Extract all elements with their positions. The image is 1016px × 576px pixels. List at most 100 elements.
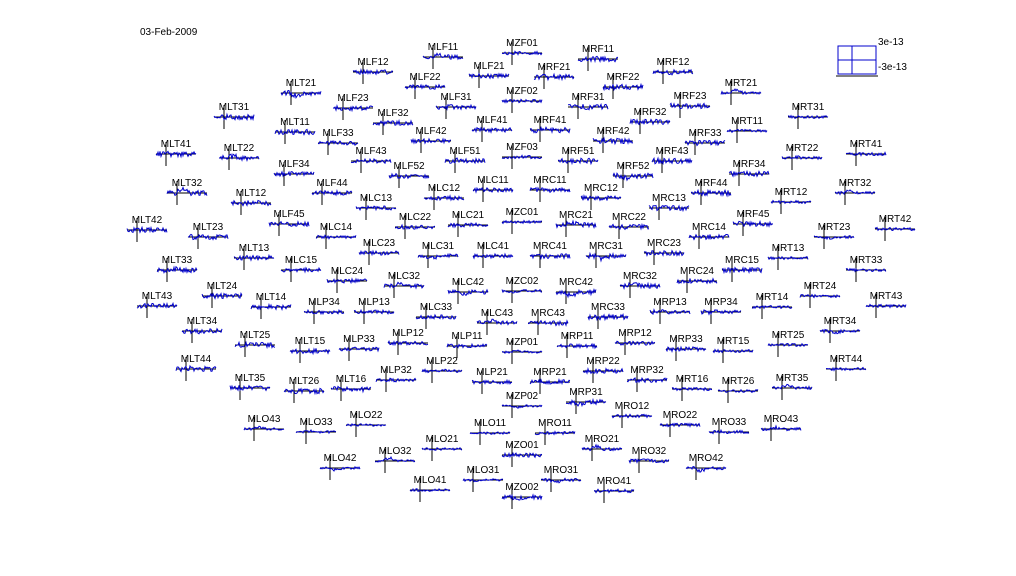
sensor-mlt22-label: MLT22	[224, 143, 255, 154]
sensor-mlf44-trace	[311, 189, 353, 197]
sensor-mlc12-trace	[423, 194, 465, 202]
sensor-mrp13-trace	[649, 308, 691, 315]
sensor-mrp34-trace	[700, 309, 742, 316]
sensor-mro41-label: MRO41	[597, 476, 632, 487]
sensor-mrc14-label: MRC14	[692, 222, 726, 233]
sensor-mlt42-label: MLT42	[132, 215, 163, 226]
sensor-mzc01-label: MZC01	[506, 207, 539, 218]
sensor-mlo21-label: MLO21	[426, 434, 459, 445]
sensor-mlt15-trace	[289, 347, 331, 356]
sensor-mrf22-trace	[602, 82, 644, 92]
sensor-mrf33-axes	[685, 131, 725, 155]
sensor-mlc23-label: MLC23	[363, 238, 396, 249]
sensor-mlc15-trace	[280, 266, 322, 274]
sensor-mlp11-label: MLP11	[452, 331, 483, 342]
sensor-mzo02-trace	[501, 493, 543, 501]
sensor-mlt21-label: MLT21	[286, 78, 317, 89]
sensor-mlt15-label: MLT15	[295, 336, 326, 347]
sensor-mlo21-trace	[421, 446, 463, 451]
sensor-mrt31-trace	[787, 114, 829, 120]
sensor-mrc11-label: MRC11	[533, 175, 567, 186]
sensor-mrf44-label: MRF44	[695, 178, 728, 189]
sensor-mlp21-label: MLP21	[476, 367, 508, 378]
sensor-mlt34-trace	[181, 327, 223, 335]
sensor-mrf12-trace	[652, 68, 694, 76]
sensor-mlo22-label: MLO22	[350, 410, 383, 421]
sensor-mrt32-trace	[834, 189, 876, 196]
sensor-mlf34-label: MLF34	[278, 159, 310, 170]
sensor-mrt31-label: MRT31	[792, 102, 825, 113]
sensor-mrf45-label: MRF45	[737, 209, 770, 220]
sensor-mlf12-label: MLF12	[357, 57, 389, 68]
sensor-mrt16-trace	[671, 386, 713, 392]
sensor-mrf21-axes	[534, 65, 574, 89]
sensor-mlo33-label: MLO33	[300, 417, 333, 428]
sensor-mrf52-label: MRF52	[617, 161, 650, 172]
sensor-mlt32-trace	[166, 186, 208, 197]
sensor-mlt16-trace	[330, 385, 372, 394]
sensor-mlo22-trace	[345, 422, 387, 427]
sensor-mlf32-trace	[372, 118, 414, 127]
sensor-mrc33-trace	[587, 312, 629, 322]
sensor-mrp32-trace	[626, 377, 668, 384]
sensor-mlt25-label: MLT25	[240, 330, 271, 341]
sensor-mlo43-trace	[243, 425, 285, 431]
sensor-mlt13-label: MLT13	[239, 243, 270, 254]
sensor-mlc31-label: MLC31	[422, 241, 455, 252]
sensor-mlf21-label: MLF21	[473, 61, 505, 72]
sensor-mrc42-label: MRC42	[559, 277, 593, 288]
sensor-mlt31-label: MLT31	[219, 102, 250, 113]
sensor-mrp31-trace	[565, 397, 607, 408]
sensor-mrf23-trace	[669, 102, 711, 110]
sensor-mzf01-trace	[501, 50, 543, 56]
sensor-mlf51-trace	[444, 157, 486, 165]
sensor-mlf51-label: MLF51	[449, 146, 481, 157]
sensor-mlo33-trace	[295, 429, 337, 435]
sensor-mlt11-trace	[274, 128, 316, 136]
sensor-mrt23-label: MRT23	[818, 222, 851, 233]
sensor-mrt21-label: MRT21	[725, 78, 758, 89]
sensor-mlc13-label: MLC13	[360, 193, 393, 204]
sensor-mro32-label: MRO32	[632, 446, 667, 457]
sensor-mro41-trace	[593, 488, 635, 494]
sensor-mlt23-label: MLT23	[193, 222, 224, 233]
sensor-mrt42-trace	[874, 226, 916, 232]
sensor-mlf44-label: MLF44	[316, 178, 348, 189]
sensor-mlf43-label: MLF43	[355, 146, 387, 157]
sensor-mrc24-label: MRC24	[680, 266, 714, 277]
sensor-mrc23-label: MRC23	[647, 238, 681, 249]
sensor-mzo01-label: MZO01	[505, 440, 539, 451]
sensor-mlc42-trace	[447, 288, 489, 297]
sensor-mlt35-trace	[229, 384, 271, 392]
sensor-mrp21-label: MRP21	[533, 367, 567, 378]
sensor-mlt32-label: MLT32	[172, 178, 203, 189]
sensor-mrt25-label: MRT25	[772, 330, 805, 341]
sensor-mrf33-trace	[684, 139, 726, 147]
sensor-mlo41-trace	[409, 487, 451, 492]
sensor-mlt24-trace	[201, 292, 243, 300]
sensor-mrf41-label: MRF41	[534, 115, 567, 126]
sensor-mlo11-label: MLO11	[474, 418, 506, 429]
sensor-mrp22-trace	[582, 367, 624, 375]
sensor-mzf03-trace	[501, 154, 543, 160]
sensor-mrt23-trace	[813, 235, 855, 241]
sensor-mzc02-label: MZC02	[506, 276, 539, 287]
sensor-mrt33-label: MRT33	[850, 255, 883, 266]
sensor-mrt16-label: MRT16	[676, 374, 709, 385]
sensor-mrc22-trace	[608, 222, 650, 231]
sensor-mlf33-trace	[317, 139, 359, 147]
sensor-mzf02-label: MZF02	[506, 86, 538, 97]
sensor-mlf41-trace	[471, 126, 513, 134]
sensor-mlf11-trace	[422, 52, 464, 61]
sensor-mlo42-label: MLO42	[324, 453, 357, 464]
sensor-mlf43-trace	[350, 157, 392, 165]
sensor-mrf51-label: MRF51	[562, 146, 595, 157]
sensor-mzc01-trace	[501, 219, 543, 225]
sensor-mrt26-trace	[717, 388, 759, 394]
sensor-mlf42-label: MLF42	[415, 126, 447, 137]
sensor-mlp22-label: MLP22	[426, 356, 458, 367]
sensor-mlf22-label: MLF22	[409, 72, 441, 83]
sensor-mrp12-label: MRP12	[618, 328, 652, 339]
sensor-mro22-label: MRO22	[663, 410, 698, 421]
sensor-mlo32-label: MLO32	[379, 446, 412, 457]
